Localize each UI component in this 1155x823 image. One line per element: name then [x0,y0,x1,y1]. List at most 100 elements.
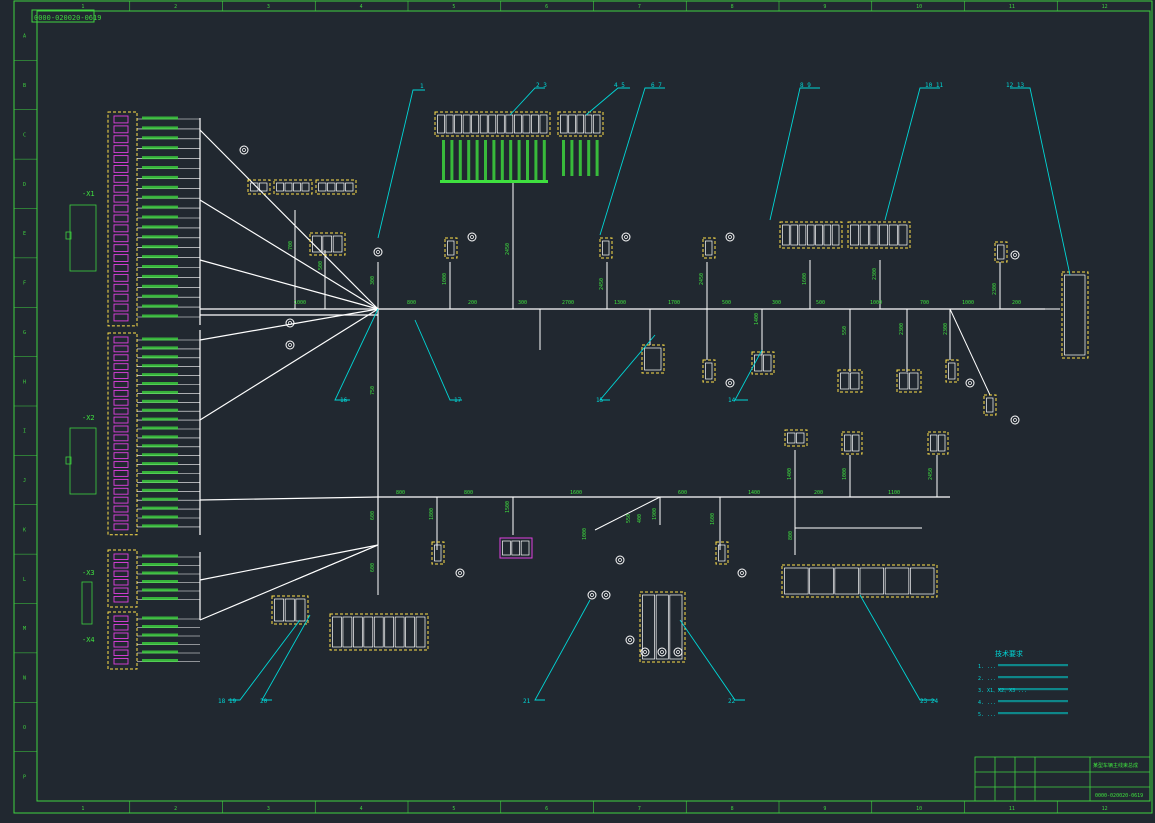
callout-23-24: 23 24 [920,698,938,705]
callout-1: 1 [420,83,424,90]
wire-label [142,633,178,637]
connector-pin [113,452,129,460]
connector-cavity [840,372,850,390]
connector-upper-1 [784,429,808,447]
wire-label [142,625,178,628]
connector-relay-a [247,179,271,195]
border-col-6: 6 [545,4,548,10]
wire-table-entry [458,140,462,180]
segment-length-branch: 750 [370,386,376,395]
wire-table-entry [467,140,471,180]
connector-pin [113,570,129,577]
segment-length-lower: 1400 [748,490,760,496]
connector-cavity [539,114,548,134]
wire-label [142,444,178,448]
connector-cavity [798,224,807,246]
border-col-bottom-8: 8 [731,806,734,812]
connector-lower-b [715,541,729,565]
connector-cavity [293,182,301,192]
connector-cavity [705,240,713,256]
wire-label [142,225,178,229]
connector-cavity [850,224,860,246]
connector-cavity [655,594,669,660]
wire-label [142,255,178,259]
border-col-bottom-7: 7 [638,806,641,812]
border-col-1: 1 [81,4,84,10]
wire-label [142,373,178,377]
segment-length-branch: 2450 [928,468,934,480]
segment-length-branch: 1000 [582,528,588,540]
connector-x2-label: -X2 [82,414,95,422]
title-block-drawing-no: 0000-020020-0619 [1095,793,1143,799]
wire-label [142,265,178,268]
connector-cavity [592,114,601,134]
connector-pin [113,174,129,183]
connector-cavity [644,347,662,371]
tech-req-list: 1. ...2. ...3. X1、X2、X3 ...4. ...5. ... [978,664,1068,718]
connector-cavity [322,235,333,253]
wire-label [142,554,178,558]
connector-pin [113,254,129,262]
border-col-bottom-2: 2 [174,806,177,812]
wire-label [142,616,178,620]
segment-length-main: 1700 [668,300,680,306]
connector-cavity [284,598,295,622]
callout-22: 22 [728,698,736,705]
connector-pin [113,354,129,362]
border-row-L: L [23,577,26,583]
wire-label [142,399,178,403]
connector-block [107,111,138,327]
callout-14: 14 [728,397,736,404]
connector-cavity [496,114,505,134]
wire-label [142,185,178,189]
segment-length-branch: 1000 [442,273,448,285]
connector-pin [113,587,129,594]
callout-20: 20 [260,698,268,705]
connector-pin [113,641,129,648]
wire-label [142,563,178,566]
connector-pin [113,658,129,665]
connector-x4-label: -X4 [82,636,95,644]
connector-cavity [568,114,576,134]
wire-label [142,294,178,298]
border-col-bottom-6: 6 [545,806,548,812]
segment-length-main: 800 [407,300,416,306]
connector-block [107,549,138,608]
wire-table-entry [517,140,521,180]
border-col-bottom-12: 12 [1102,806,1108,812]
ring-terminal [621,232,631,242]
connector-cavity [502,540,511,556]
callout-17: 17 [454,397,462,404]
connector-pin [113,204,129,213]
callout-8-9: 8 9 [800,82,811,89]
border-row-H: H [23,379,26,385]
tech-req-item: 3. X1、X2、X3 ... [978,688,1027,694]
segment-length-branch: 700 [288,241,294,250]
connector-pin [113,264,129,272]
connector-pin [113,145,129,154]
connector-pin [113,523,129,531]
segment-length-branch: 600 [370,511,376,520]
connector-pin [113,194,129,203]
wire-label [142,205,178,209]
wire-label [142,471,178,474]
connector-cavity [318,182,327,192]
wire-label [142,146,178,150]
segment-length-lower: 1600 [570,490,582,496]
connector-sensor-a [444,237,458,259]
border-row-N: N [23,676,26,682]
border-col-10: 10 [916,4,922,10]
wire-label [142,136,178,140]
wire-label [142,642,178,645]
connector-pin [113,389,129,397]
wire-table-entry [587,140,591,176]
connector-pin [113,381,129,388]
segment-length-main: 200 [1012,300,1021,306]
connector-lamp-a [837,369,863,393]
drawing-number: 0000-020020-0619 [34,14,101,22]
connector-23-24 [781,564,938,598]
wire-table-entry [595,140,599,176]
connector-cavity [852,434,860,452]
